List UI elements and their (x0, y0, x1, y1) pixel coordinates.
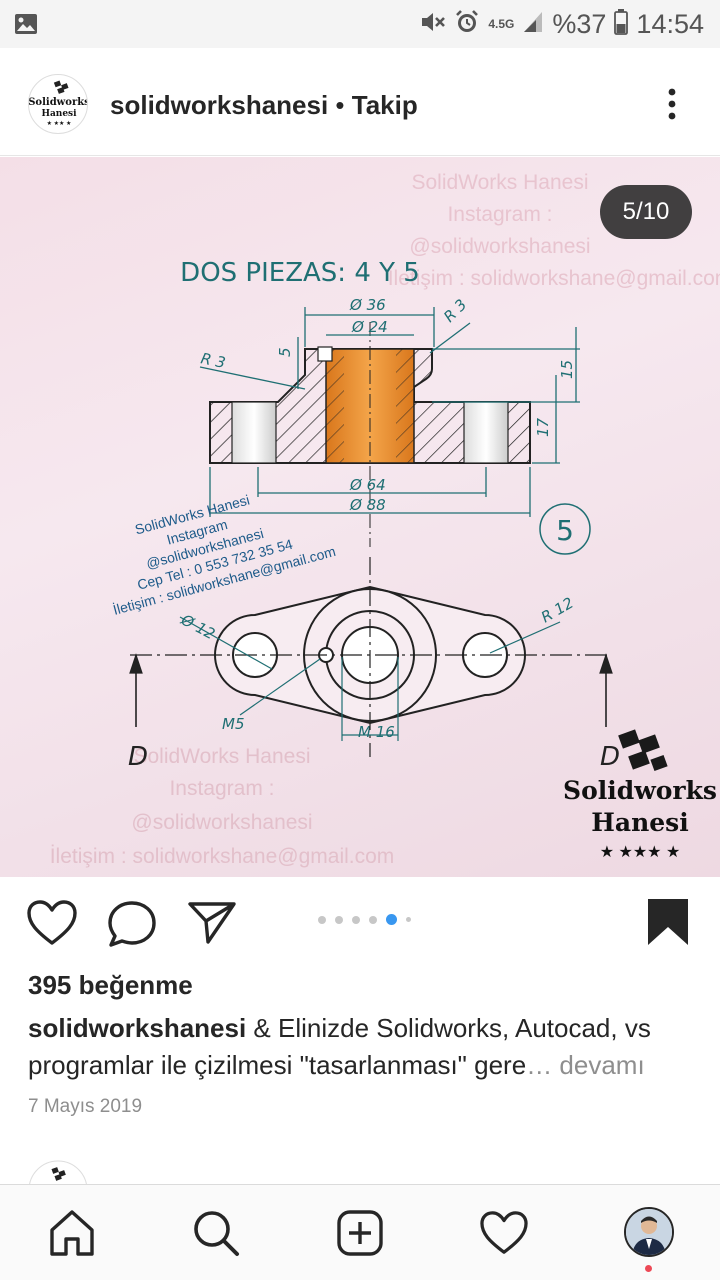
section-view (209, 322, 531, 547)
gallery-notification-icon (14, 12, 38, 41)
avatar-logo-line2: Hanesi (41, 109, 77, 119)
technical-drawing: SolidWorks Hanesi Instagram : @solidwork… (50, 171, 720, 868)
svg-text:R 3: R 3 (440, 296, 470, 326)
carousel-dot (369, 915, 377, 924)
part-number-circle (539, 503, 591, 555)
like-button[interactable] (26, 899, 78, 952)
svg-text:5: 5 (276, 347, 294, 357)
svg-text:15: 15 (558, 360, 576, 379)
post-actions (0, 877, 720, 967)
section-label-right: D (600, 742, 620, 772)
svg-text:İletişim : solidworkshane@gmai: İletişim : solidworkshane@gmail.com (388, 267, 720, 290)
top-view-centerlines (129, 557, 613, 757)
nav-activity[interactable] (476, 1205, 532, 1261)
svg-text:Ø 36: Ø 36 (349, 296, 386, 314)
svg-text:★ ★★★ ★: ★ ★★★ ★ (600, 844, 681, 861)
author-avatar[interactable]: Solidworks Hanesi ★ ★★ ★ (28, 74, 88, 134)
signal-icon (522, 10, 544, 39)
carousel-dot-active (386, 914, 397, 925)
top-view-dims (179, 616, 561, 741)
add-post-icon (337, 1210, 383, 1256)
author-username[interactable]: solidworkshanesi (110, 90, 329, 120)
battery-percent: %37 (552, 8, 607, 39)
svg-text:17: 17 (534, 417, 552, 437)
post-author: solidworkshanesi • Takip (110, 90, 418, 121)
home-icon (50, 1210, 94, 1256)
battery-icon (614, 8, 629, 40)
clock: 14:54 (636, 8, 704, 39)
svg-text:Instagram :: Instagram : (447, 203, 552, 226)
nav-home[interactable] (44, 1205, 100, 1261)
nav-new-post[interactable] (332, 1205, 388, 1261)
carousel-dot (335, 915, 343, 924)
notification-dot (645, 1265, 652, 1272)
share-button[interactable] (186, 899, 238, 952)
carousel-page-indicator: 5/10 (600, 185, 692, 239)
section-label-left: D (128, 742, 148, 772)
caption-text: & Elinizde Solidworks, Autocad, vs progr… (28, 1013, 651, 1080)
part-number: 5 (556, 514, 574, 547)
post-image[interactable]: SolidWorks Hanesi Instagram : @solidwork… (0, 157, 720, 877)
nav-search[interactable] (188, 1205, 244, 1261)
status-bar: 4.5G %37 14:54 (0, 0, 720, 48)
dimension-lines (199, 307, 580, 517)
carousel-dot (318, 915, 326, 924)
comment-icon (108, 901, 156, 947)
svg-text:SolidWorks Hanesi: SolidWorks Hanesi (133, 745, 310, 768)
bookmark-icon (648, 899, 688, 945)
carousel-dot (406, 917, 411, 922)
svg-text:Ø 64: Ø 64 (349, 476, 386, 494)
more-options-icon[interactable] (660, 86, 684, 122)
post-caption: solidworkshanesi & Elinizde Solidworks, … (28, 1010, 698, 1084)
drawing-title: DOS PIEZAS: 4 Y 5 (180, 258, 420, 288)
bottom-navigation (0, 1184, 720, 1280)
follow-button[interactable]: Takip (351, 90, 418, 120)
heart-icon (27, 900, 77, 945)
caption-more-link[interactable]: devamı (552, 1050, 645, 1080)
nav-profile[interactable] (624, 1207, 674, 1257)
svg-text:R 3: R 3 (199, 349, 227, 372)
contact-stamp: SolidWorks Hanesi Instagram @solidworksh… (111, 491, 337, 617)
svg-text:@solidworkshanesi: @solidworkshanesi (131, 811, 312, 834)
carousel-dot (352, 915, 360, 924)
svg-text:M 16: M 16 (358, 723, 395, 741)
alarm-icon (454, 9, 480, 40)
svg-text:Instagram :: Instagram : (169, 777, 274, 800)
post-date: 7 Mayıs 2019 (28, 1096, 143, 1117)
heart-icon (480, 1211, 528, 1254)
watermark-bottom: SolidWorks Hanesi Instagram : @solidwork… (50, 745, 395, 868)
search-icon (194, 1211, 239, 1256)
network-type: 4.5G (488, 17, 515, 31)
svg-text:R 12: R 12 (538, 594, 577, 627)
avatar-logo-line1: Solidworks (29, 97, 88, 108)
svg-text:İletişim : solidworkshane@gmai: İletişim : solidworkshane@gmail.com (50, 845, 395, 868)
svg-text:Hanesi: Hanesi (591, 808, 688, 837)
separator: • (328, 90, 352, 120)
watermark-top: SolidWorks Hanesi Instagram : @solidwork… (388, 171, 720, 290)
profile-avatar-icon (626, 1209, 672, 1255)
mute-icon (420, 10, 446, 39)
send-icon (188, 902, 236, 944)
svg-text:SolidWorks Hanesi: SolidWorks Hanesi (411, 171, 588, 194)
comment-button[interactable] (106, 899, 158, 954)
svg-text:Solidworks: Solidworks (563, 776, 717, 805)
svg-text:★ ★★ ★: ★ ★★ ★ (47, 120, 72, 127)
svg-text:@solidworkshanesi: @solidworkshanesi (409, 235, 590, 258)
next-post-avatar[interactable] (28, 1160, 88, 1190)
carousel-dots (318, 914, 411, 925)
svg-text:Ø 24: Ø 24 (351, 318, 388, 336)
like-count[interactable]: 395 beğenme (28, 970, 193, 1000)
save-button[interactable] (646, 897, 690, 952)
svg-text:M5: M5 (222, 715, 245, 733)
caption-username[interactable]: solidworkshanesi (28, 1013, 247, 1043)
svg-text:Ø 88: Ø 88 (349, 496, 386, 514)
caption-ellipsis: … (526, 1050, 553, 1080)
brand-logo: Solidworks Hanesi ★ ★★★ ★ (563, 729, 717, 861)
post-header: Solidworks Hanesi ★ ★★ ★ solidworkshanes… (0, 48, 720, 156)
